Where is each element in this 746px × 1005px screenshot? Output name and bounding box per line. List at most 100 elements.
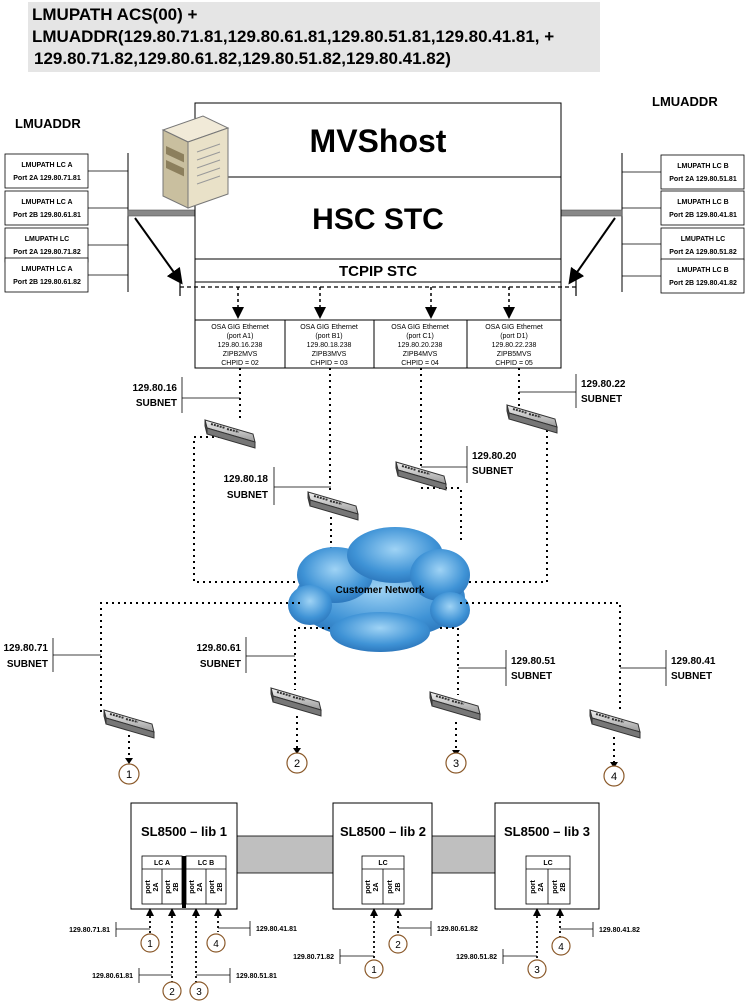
osa-port-a1: OSA GIG Ethernet (port A1) 129.80.16.238… <box>211 324 269 367</box>
lib-3-port-label-2: port <box>552 880 559 894</box>
header-box <box>28 2 600 72</box>
subnet-20-label: SUBNET <box>472 466 513 477</box>
svg-text:129.80.22.238: 129.80.22.238 <box>492 342 537 349</box>
lib-3-lc: LC <box>543 860 552 867</box>
switch-subnet-18 <box>307 491 359 521</box>
ip-lib1-port-c: 129.80.51.81 <box>236 973 277 980</box>
svg-text:(port D1): (port D1) <box>500 333 528 340</box>
left-lmuaddr-title: LMUADDR <box>15 116 81 131</box>
switch-subnet-61 <box>270 687 322 717</box>
left-lmupath-boxes: LMUPATH LC A Port 2A 129.80.71.81 LMUPAT… <box>4 153 89 293</box>
left-box-1-line-2: Port 2A 129.80.71.81 <box>13 175 81 182</box>
svg-text:ZIPB3MVS: ZIPB3MVS <box>312 351 347 358</box>
lib-1-lc-b: LC B <box>198 860 214 867</box>
upper-dotted-links <box>193 368 548 583</box>
svg-text:129.80.16.238: 129.80.16.238 <box>218 342 263 349</box>
svg-text:OSA GIG Ethernet: OSA GIG Ethernet <box>391 324 449 331</box>
subnet-51-ip: 129.80.51 <box>511 656 556 667</box>
subnet-marker-4: 4 <box>611 771 617 783</box>
switch-subnet-16 <box>204 419 256 449</box>
lib-1-port-2b-b: 2B <box>217 883 224 892</box>
svg-text:CHPID = 03: CHPID = 03 <box>310 360 348 367</box>
customer-network-label: Customer Network <box>336 585 425 596</box>
svg-text:CHPID = 04: CHPID = 04 <box>401 360 439 367</box>
left-box-4-line-1: LMUPATH LC A <box>21 266 72 273</box>
svg-text:ZIPB2MVS: ZIPB2MVS <box>223 351 258 358</box>
lib-1-port-2b-a: 2B <box>173 883 180 892</box>
lower-dotted-links <box>100 602 621 764</box>
svg-text:129.80.20.238: 129.80.20.238 <box>398 342 443 349</box>
lib-1-port-label-1: port <box>145 880 152 894</box>
lib-2-port-label-1: port <box>365 880 372 894</box>
lib2-lib3-link <box>431 835 496 874</box>
right-lmuaddr-title: LMUADDR <box>652 94 718 109</box>
port-marker-lib2-b: 2 <box>395 940 401 951</box>
right-box-4-line-2: Port 2B 129.80.41.82 <box>669 280 737 287</box>
svg-text:OSA GIG Ethernet: OSA GIG Ethernet <box>211 324 269 331</box>
osa-port-b1: OSA GIG Ethernet (port B1) 129.80.18.238… <box>300 324 358 367</box>
lib-1-port-2a-b: 2A <box>197 883 204 892</box>
right-lmupath-boxes: LMUPATH LC B Port 2A 129.80.51.81 LMUPAT… <box>660 154 745 294</box>
left-box-1-line-1: LMUPATH LC A <box>21 162 72 169</box>
subnet-16-label: SUBNET <box>136 398 177 409</box>
ip-lib1-port-d: 129.80.41.81 <box>256 926 297 933</box>
left-box-3-line-1: LMUPATH LC <box>25 236 69 243</box>
ip-lib1-port-b: 129.80.61.81 <box>92 973 133 980</box>
header-line-3: 129.80.71.82,129.80.61.82,129.80.51.82,1… <box>34 49 451 68</box>
mvs-host-title: MVShost <box>310 123 447 159</box>
left-box-2-line-1: LMUPATH LC A <box>21 199 72 206</box>
subnet-41-ip: 129.80.41 <box>671 656 716 667</box>
ip-lib3-port-b: 129.80.41.82 <box>599 927 640 934</box>
ip-lib3-port-a: 129.80.51.82 <box>456 954 497 961</box>
lib-3-port-2a: 2A <box>538 883 545 892</box>
port-marker-lib3-b: 4 <box>558 942 564 953</box>
subnet-22-ip: 129.80.22 <box>581 379 626 390</box>
lib-1-port-2a-a: 2A <box>153 883 160 892</box>
subnet-18-ip: 129.80.18 <box>224 474 269 485</box>
lib-1-port-label-2: port <box>165 880 172 894</box>
svg-text:CHPID = 05: CHPID = 05 <box>495 360 533 367</box>
right-box-4-line-1: LMUPATH LC B <box>677 267 728 274</box>
svg-text:129.80.18.238: 129.80.18.238 <box>307 342 352 349</box>
lib-1-lc-a: LC A <box>154 860 170 867</box>
port-marker-lib2-a: 1 <box>371 965 377 976</box>
header-line-1: LMUPATH ACS(00) + <box>32 5 198 24</box>
subnet-marker-1: 1 <box>126 769 132 781</box>
svg-text:CHPID = 02: CHPID = 02 <box>221 360 259 367</box>
lib-2-port-label-2: port <box>387 880 394 894</box>
lib-1-port-label-4: port <box>209 880 216 894</box>
ip-lib2-port-a: 129.80.71.82 <box>293 954 334 961</box>
tcpip-stc-title: TCPIP STC <box>339 263 417 280</box>
svg-text:ZIPB5MVS: ZIPB5MVS <box>497 351 532 358</box>
port-marker-lib3-a: 3 <box>534 965 540 976</box>
svg-text:OSA GIG Ethernet: OSA GIG Ethernet <box>300 324 358 331</box>
right-box-1-line-2: Port 2A 129.80.51.81 <box>669 176 737 183</box>
header-line-2: LMUADDR(129.80.71.81,129.80.61.81,129.80… <box>32 27 554 46</box>
left-box-2-line-2: Port 2B 129.80.61.81 <box>13 212 81 219</box>
lib-1-name: SL8500 – lib 1 <box>141 824 227 839</box>
right-box-3-line-1: LMUPATH LC <box>681 236 725 243</box>
subnet-61-ip: 129.80.61 <box>197 643 242 654</box>
left-link-bar <box>127 209 196 217</box>
switch-subnet-51 <box>429 691 481 721</box>
port-marker-lib1-a: 1 <box>147 939 153 950</box>
subnet-51-label: SUBNET <box>511 671 552 682</box>
left-box-4-line-2: Port 2B 129.80.61.82 <box>13 279 81 286</box>
subnet-marker-2: 2 <box>294 758 300 770</box>
osa-port-d1: OSA GIG Ethernet (port D1) 129.80.22.238… <box>485 324 543 367</box>
lib-3-port-2b: 2B <box>560 883 567 892</box>
lib-2-port-2a: 2A <box>373 883 380 892</box>
right-box-1-line-1: LMUPATH LC B <box>677 163 728 170</box>
mvs-host-box <box>194 102 562 369</box>
switch-subnet-22 <box>506 404 558 434</box>
lib-3-port-label-1: port <box>530 880 537 894</box>
port-marker-lib1-c: 3 <box>196 987 202 998</box>
subnet-marker-3: 3 <box>453 758 459 770</box>
lib1-lib2-link <box>236 835 334 874</box>
hsc-stc-title: HSC STC <box>312 203 444 236</box>
switch-subnet-20 <box>395 461 447 491</box>
customer-network-cloud <box>288 527 470 652</box>
subnet-41-label: SUBNET <box>671 671 712 682</box>
left-box-3-line-2: Port 2A 129.80.71.82 <box>13 249 81 256</box>
